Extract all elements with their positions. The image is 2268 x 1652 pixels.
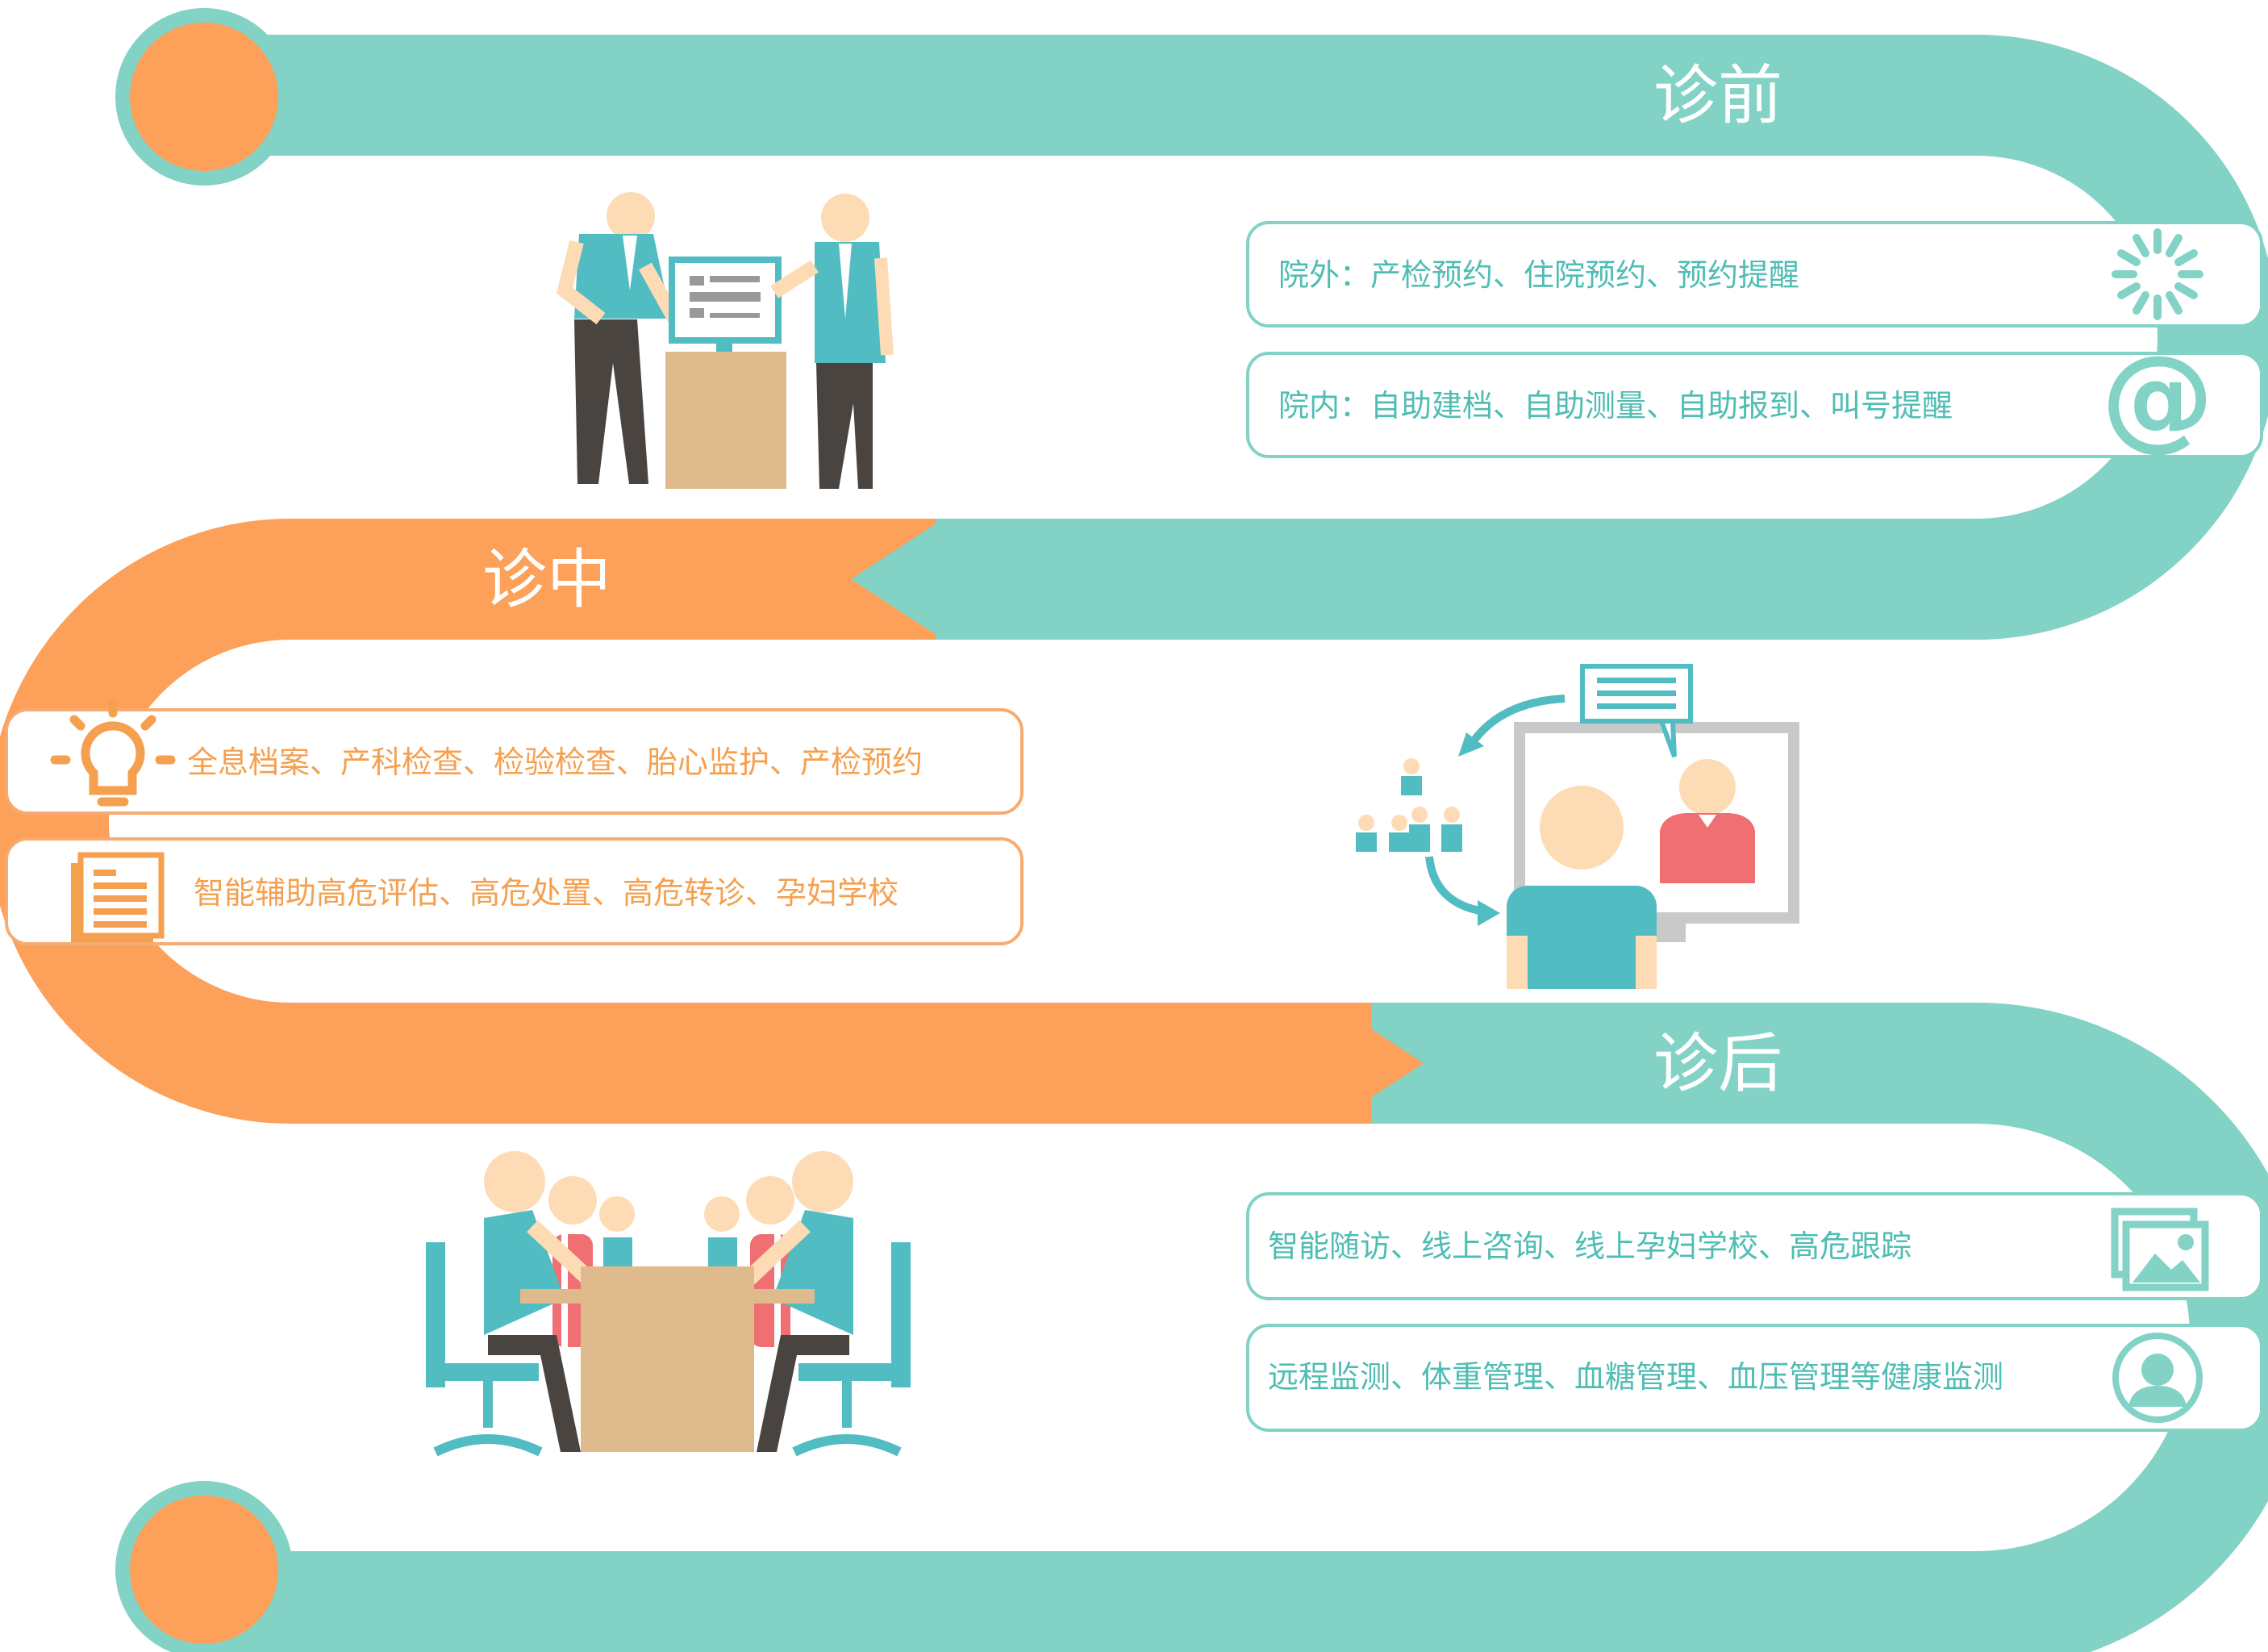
post-item-2: 远程监测、体重管理、血糖管理、血压管理等健康监测 [1246,1324,2263,1432]
pre-item-1-text: 院外：产检预约、住院预约、预约提醒 [1278,257,1799,293]
pre-item-1-box [1246,221,2263,327]
stage-title-post: 诊后 [1653,1026,1782,1101]
road-segment-top [218,35,2268,640]
user-avatar-icon [2112,1333,2203,1423]
loading-spinner-icon [2112,228,2203,320]
pre-item-2-text: 院内：自助建档、自助测量、自助报到、叫号提醒 [1278,388,1953,423]
post-item-2-text: 远程监测、体重管理、血糖管理、血压管理等健康监测 [1268,1359,2003,1395]
stage-title-pre: 诊前 [1653,58,1782,133]
end-dot-inner [130,1496,278,1644]
during-item-1: 全息档案、产科检查、检验检查、胎心监护、产检预约 [5,699,1024,815]
lightbulb-icon [50,699,176,807]
remote-consultation-illustration [1356,664,1799,989]
road-segment-middle [0,519,1371,1124]
start-dot-inner [130,23,278,171]
during-item-1-box [5,708,1024,815]
road-chevron-orange [1323,1003,1424,1124]
photo-gallery-icon [2111,1208,2209,1291]
during-item-1-text: 全息档案、产科检查、检验检查、胎心监护、产检预约 [187,745,923,780]
pre-item-1: 院外：产检预约、住院预约、预约提醒 [1246,221,2263,327]
pre-item-2: 院内：自助建档、自助测量、自助报到、叫号提醒 @ [1246,332,2263,463]
post-item-1: 智能随访、线上咨询、线上孕妇学校、高危跟踪 [1246,1192,2263,1300]
during-item-2-box [5,837,1024,945]
consultation-at-computer-illustration [556,192,894,489]
at-sign-icon: @ [2101,332,2214,463]
group-meeting-illustration [426,1151,911,1457]
road-chevron-teal [851,519,1323,640]
stage-title-during: 诊中 [482,542,611,617]
document-icon [71,852,165,942]
post-item-2-box [1246,1324,2263,1432]
post-item-1-text: 智能随访、线上咨询、线上孕妇学校、高危跟踪 [1268,1229,1912,1264]
pre-item-2-box [1246,352,2263,458]
during-item-2: 智能辅助高危评估、高危处置、高危转诊、孕妇学校 [5,837,1024,945]
post-item-1-box [1246,1192,2263,1300]
during-item-2-text: 智能辅助高危评估、高危处置、高危转诊、孕妇学校 [194,875,898,911]
